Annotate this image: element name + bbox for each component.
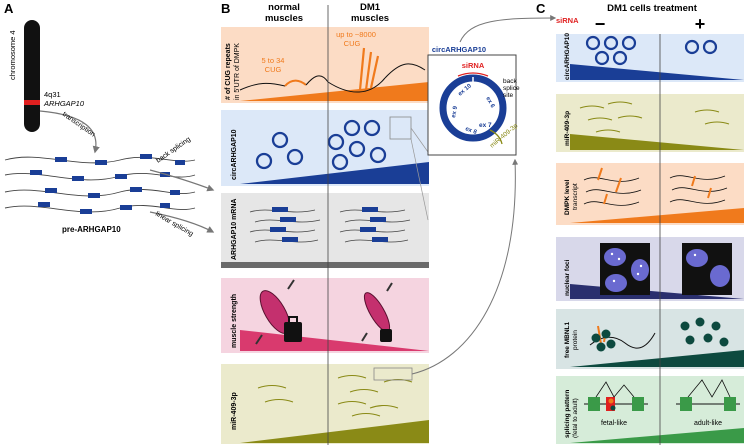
c-row-mbnl1: free MBNL1 protein — [556, 309, 744, 369]
cug-dm1-line1: up to ~8000 — [336, 30, 376, 39]
chromosome-label: chromosome 4 — [8, 30, 17, 80]
circ-detail-sirna: siRNA — [462, 61, 485, 70]
adult-like-label: adult-like — [694, 420, 722, 427]
linear-splicing-arrow — [149, 211, 215, 233]
panel-c-title: DM1 cells treatment — [607, 3, 698, 14]
c-row-dmpk-line1: DMPK level — [564, 179, 571, 215]
exon-6: ex 6 — [484, 96, 495, 110]
back-splice-line2: splice — [503, 85, 520, 92]
col-normal-line2: muscles — [265, 13, 303, 24]
exon-7: ex 7 — [479, 122, 492, 129]
transcription-label: transcription — [61, 111, 96, 139]
circ-detail-title: circARHGAP10 — [432, 45, 486, 54]
fetal-like-label: fetal-like — [601, 420, 627, 427]
transcription-arrow — [39, 110, 100, 154]
row-cug-label-line2: in 5'UTR of DMPK — [234, 43, 241, 100]
c-row-mbnl-line2: protein — [572, 330, 579, 350]
exon-9: ex 9 — [451, 105, 459, 118]
panel-c-label: C — [536, 1, 546, 16]
row-circarhgap10: circARHGAP10 — [221, 110, 429, 186]
back-splice-line3: site — [503, 92, 514, 99]
row-arhgap10-mrna: ARHGAP10 mRNA — [221, 193, 429, 268]
col-dm1-line1: DM1 — [360, 2, 381, 13]
minus-sign: − — [595, 14, 606, 34]
c-row-foci-label: nuclear foci — [564, 259, 571, 296]
sirna-arrow — [459, 15, 557, 43]
panel-c-sirna: siRNA — [556, 16, 579, 25]
row-cug-repeats: # of CUG repeats in 5'UTR of DMPK 5 to 3… — [221, 27, 429, 103]
exon-8: ex 8 — [464, 126, 478, 136]
pre-transcript-label: pre-ARHGAP10 — [62, 225, 121, 234]
mir-to-circ-arrow — [411, 158, 519, 375]
col-dm1-line2: muscles — [351, 13, 389, 24]
row-mir-label: miR-409-3p — [231, 392, 238, 430]
c-row-circ: circARHGAP10 — [556, 33, 744, 82]
pre-mrna-strands — [4, 154, 196, 214]
row-circ-label: circARHGAP10 — [231, 129, 238, 180]
c-row-nuclear-foci: nuclear foci — [556, 237, 744, 301]
linear-splicing-label: linear splicing — [154, 211, 194, 238]
c-row-circ-label: circARHGAP10 — [564, 33, 571, 80]
row-cug-label-line1: # of CUG repeats — [225, 43, 232, 100]
panel-b-label: B — [221, 1, 230, 16]
c-row-splicing-line2: (fetal to adult) — [572, 398, 579, 438]
c-row-mbnl-line1: free MBNL1 — [564, 321, 571, 358]
cug-normal-line2: CUG — [265, 65, 282, 74]
row-muscle-strength: muscle strength — [221, 278, 429, 353]
panel-a-label: A — [4, 1, 14, 16]
col-normal-line1: normal — [268, 2, 300, 13]
locus-label: 4q31 — [44, 90, 61, 99]
c-row-splicing: splicing pattern (fetal to adult) fetal-… — [556, 376, 744, 444]
c-row-mir: miR-409-3p — [556, 94, 744, 152]
c-row-dmpk-line2: transcript — [572, 183, 579, 210]
gene-label: ARHGAP10 — [43, 99, 85, 108]
c-row-splicing-line1: splicing pattern — [564, 390, 571, 438]
cug-normal-line1: 5 to 34 — [262, 56, 285, 65]
c-row-mir-label: miR-409-3p — [564, 111, 571, 146]
gene-locus-band — [24, 100, 40, 105]
back-splicing-arrow — [149, 169, 215, 192]
circ-detail-box: circARHGAP10 siRNA back splice site ex 1… — [410, 45, 520, 221]
back-splice-line1: back — [503, 78, 517, 85]
row-strength-label: muscle strength — [231, 294, 238, 348]
plus-sign: + — [695, 14, 706, 34]
c-row-dmpk: DMPK level transcript — [556, 163, 744, 225]
row-mrna-label: ARHGAP10 mRNA — [231, 199, 238, 260]
row-mir-409-3p: miR-409-3p — [221, 364, 429, 444]
chromosome-shape — [24, 20, 40, 132]
cug-dm1-line2: CUG — [344, 39, 361, 48]
